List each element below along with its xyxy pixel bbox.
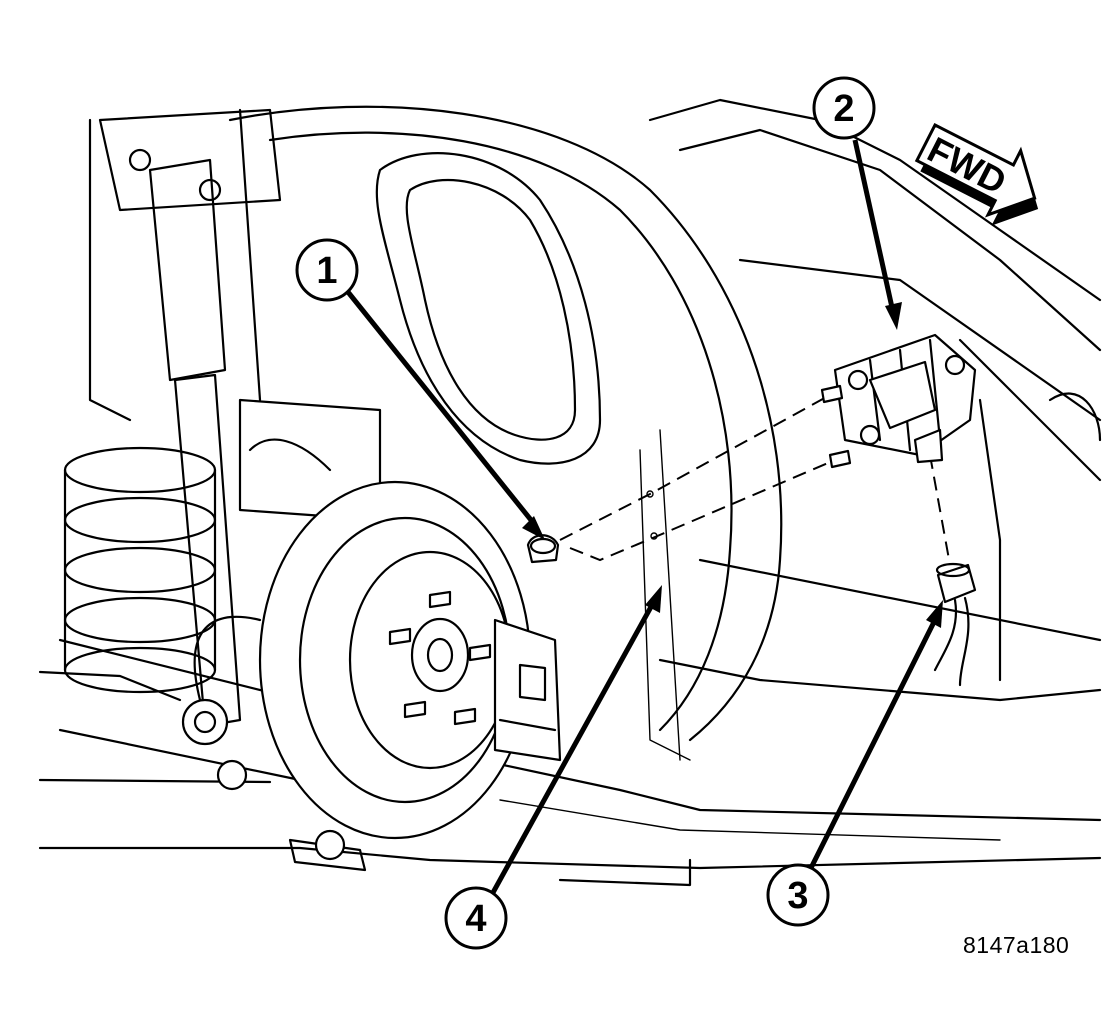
wheel-well	[228, 105, 783, 761]
leader-lines	[346, 139, 943, 900]
brake-caliper	[493, 618, 562, 762]
callout-3-label: 3	[787, 875, 808, 917]
alignment-lines	[559, 394, 951, 566]
callout-2-label: 2	[833, 88, 854, 130]
brake-rotor	[258, 480, 532, 840]
underbody-lines	[38, 558, 1102, 887]
body-panels	[648, 98, 1102, 682]
callout-4: 4	[444, 886, 508, 950]
callout-1: 1	[295, 238, 359, 302]
callout-3: 3	[766, 863, 830, 927]
wire-connector	[933, 562, 977, 687]
figure-id: 8147a180	[963, 932, 1070, 958]
callout-1-label: 1	[316, 250, 337, 292]
callout-4-label: 4	[465, 898, 486, 940]
shock-absorber	[88, 108, 282, 728]
fwd-direction-arrow: FWD	[914, 122, 1039, 226]
coil-spring	[63, 446, 217, 694]
sensor-module	[820, 333, 977, 469]
retaining-nut	[526, 490, 658, 564]
callout-2: 2	[812, 76, 876, 140]
wheel-studs	[388, 590, 492, 726]
